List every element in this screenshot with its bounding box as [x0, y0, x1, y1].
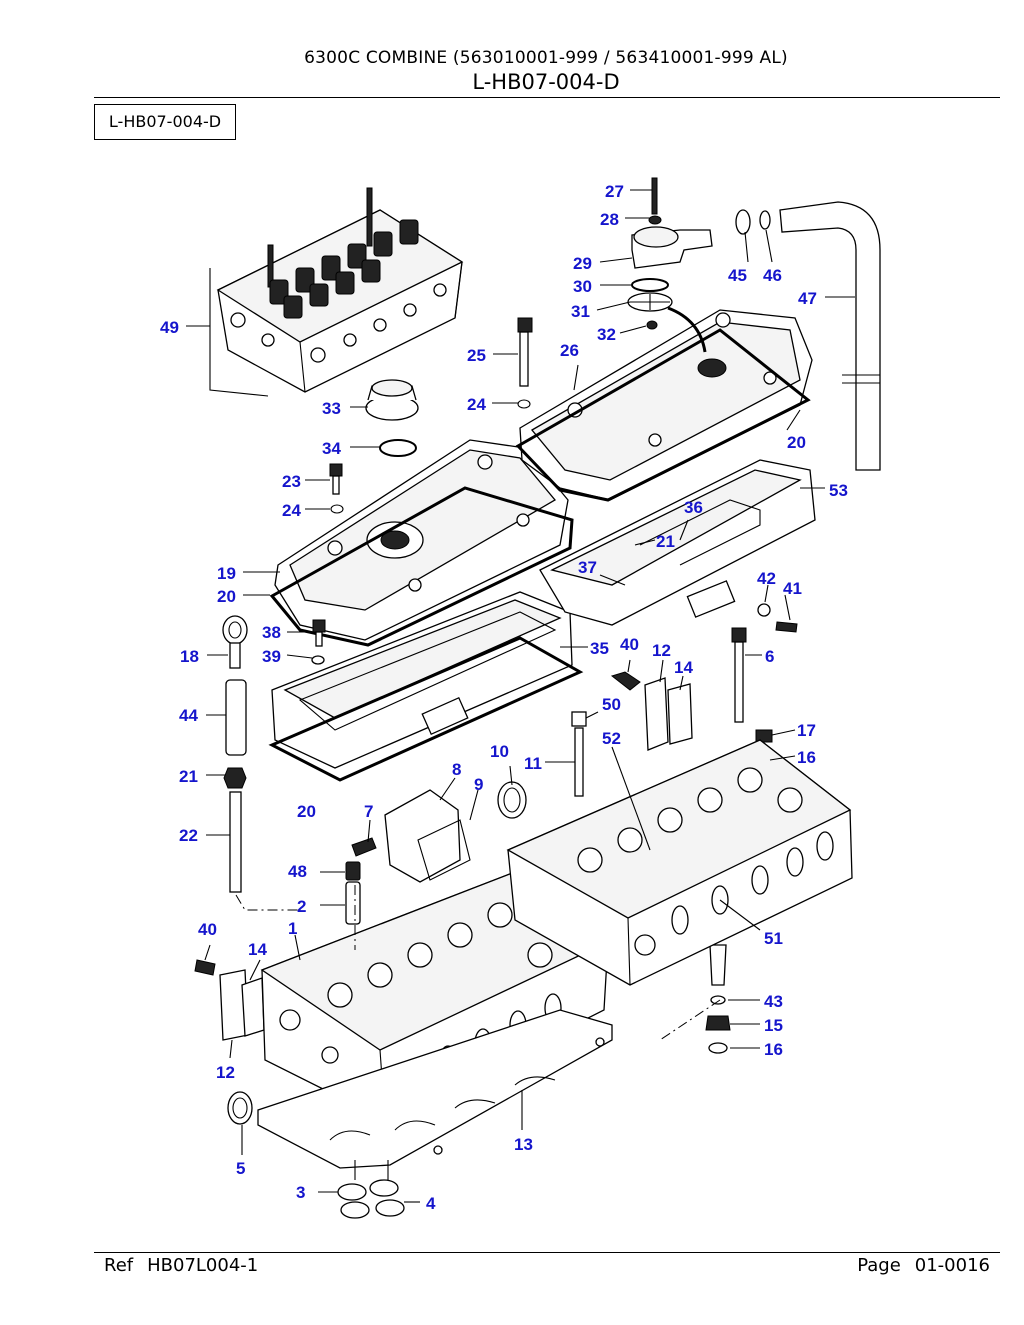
callout-23: 23	[282, 472, 301, 491]
document-title: 6300C COMBINE (563010001-999 / 563410001…	[304, 48, 788, 68]
callout-36: 36	[684, 498, 703, 517]
valve-cover-19-drawing	[269, 439, 574, 647]
bolts-drawing	[194, 317, 798, 976]
callout-48: 48	[288, 862, 307, 881]
callout-7: 7	[364, 802, 373, 821]
callout-53: 53	[829, 481, 848, 500]
callout-28: 28	[600, 210, 619, 229]
callout-40b: 40	[198, 920, 217, 939]
cylinder-head-51-drawing	[506, 739, 853, 1041]
valve-cover-26-drawing	[515, 309, 813, 502]
callout-34: 34	[322, 439, 341, 458]
callout-20a: 20	[787, 433, 806, 452]
callout-31: 31	[571, 302, 590, 321]
page-value: 01-0016	[914, 1255, 990, 1276]
callout-19: 19	[217, 564, 236, 583]
callout-30: 30	[573, 277, 592, 296]
callout-18: 18	[180, 647, 199, 666]
callout-35: 35	[590, 639, 609, 658]
callout-32: 32	[597, 325, 616, 344]
callout-42: 42	[757, 569, 776, 588]
callout-3: 3	[296, 1183, 305, 1202]
footer-ref: Ref HB07L004-1	[104, 1255, 258, 1276]
callout-8: 8	[452, 760, 461, 779]
callout-26: 26	[560, 341, 579, 360]
callout-38: 38	[262, 623, 281, 642]
callout-12b: 12	[216, 1063, 235, 1082]
callout-47: 47	[798, 289, 817, 308]
small-parts-drawing	[219, 677, 773, 1219]
callout-24a: 24	[467, 395, 486, 414]
callout-16b: 16	[764, 1040, 783, 1059]
callout-22: 22	[179, 826, 198, 845]
callout-13: 13	[514, 1135, 533, 1154]
footer-rule	[94, 1252, 1000, 1253]
callout-33: 33	[322, 399, 341, 418]
callout-49: 49	[160, 318, 179, 337]
callout-41: 41	[783, 579, 802, 598]
callout-21b: 21	[179, 767, 198, 786]
callout-labels: 27 28 29 30 31 32 45 46 47 49 25 26 24 3…	[160, 182, 848, 1213]
callout-50: 50	[602, 695, 621, 714]
ref-value: HB07L004-1	[147, 1255, 259, 1276]
callout-51: 51	[764, 929, 783, 948]
callout-6: 6	[765, 647, 774, 666]
callout-14a: 14	[674, 658, 693, 677]
callout-15: 15	[764, 1016, 783, 1035]
callout-4: 4	[426, 1194, 436, 1213]
callout-10: 10	[490, 742, 509, 761]
callout-20c: 20	[297, 802, 316, 821]
callout-25: 25	[467, 346, 486, 365]
head-assembly-49-drawing	[209, 187, 464, 397]
callout-2: 2	[297, 897, 306, 916]
callout-52: 52	[602, 729, 621, 748]
callout-40a: 40	[620, 635, 639, 654]
callout-45: 45	[728, 266, 747, 285]
callout-5: 5	[236, 1159, 245, 1178]
callout-9: 9	[474, 775, 483, 794]
lifting-eye-stud-drawing	[222, 615, 300, 911]
callout-14b: 14	[248, 940, 267, 959]
header-rule	[94, 97, 1000, 98]
leader-lines	[186, 189, 855, 1203]
callout-20b: 20	[217, 587, 236, 606]
figure-code-box: L-HB07-004-D	[94, 104, 236, 140]
callout-11: 11	[524, 754, 542, 773]
oil-cap-drawing	[365, 379, 419, 457]
callout-37: 37	[578, 558, 597, 577]
callout-27: 27	[605, 182, 624, 201]
callout-21a: 21	[656, 532, 675, 551]
footer-page: Page 01-0016	[857, 1255, 990, 1276]
callout-46: 46	[763, 266, 782, 285]
callout-44: 44	[179, 706, 198, 725]
callout-1: 1	[288, 919, 297, 938]
callout-17: 17	[797, 721, 816, 740]
rocker-housing-36-drawing	[539, 459, 816, 626]
callout-24b: 24	[282, 501, 301, 520]
page-label: Page	[857, 1255, 901, 1276]
ref-label: Ref	[104, 1255, 134, 1276]
callout-12a: 12	[652, 641, 671, 660]
document-code: L-HB07-004-D	[472, 70, 620, 94]
callout-16a: 16	[797, 748, 816, 767]
thermostat-group-drawing	[627, 177, 881, 471]
callout-29: 29	[573, 254, 592, 273]
head-gasket-13-drawing	[257, 1009, 613, 1169]
rocker-housing-35-drawing	[268, 591, 584, 782]
callout-39: 39	[262, 647, 281, 666]
callout-43: 43	[764, 992, 783, 1011]
